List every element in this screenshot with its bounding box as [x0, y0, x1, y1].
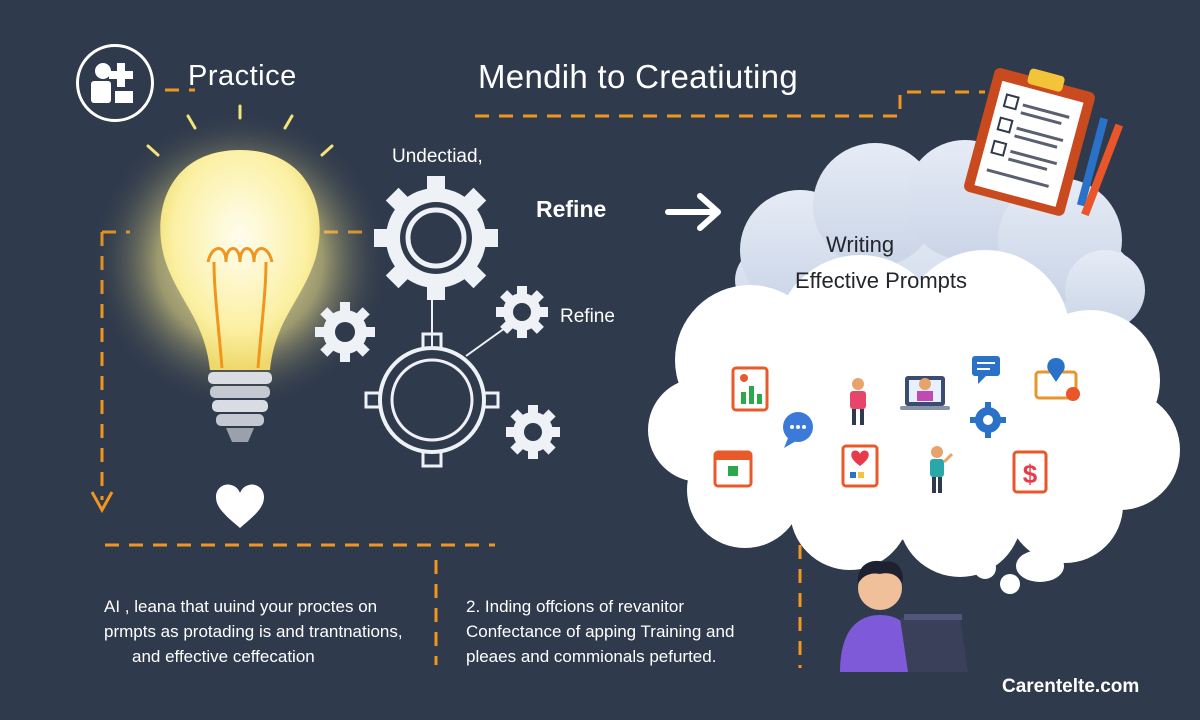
- refine-small-label: Refine: [560, 306, 615, 327]
- down-arrow-icon: [90, 491, 114, 514]
- clipboard-icon: [964, 68, 1124, 217]
- right-description-line: pleaes and commionals pefurted.: [466, 647, 717, 666]
- laptop-user-icon: [900, 376, 950, 410]
- chat-bubble-icon: [783, 412, 813, 448]
- right-arrow-icon: [665, 193, 721, 231]
- right-description: 2. Inding offcions of revanitor Confecta…: [466, 594, 796, 669]
- dollar-icon: $: [1012, 450, 1048, 494]
- chart-clipboard-icon: [731, 366, 769, 412]
- right-description-line: Confectance of apping Training and: [466, 622, 735, 641]
- outline-gear-icon: [364, 332, 500, 468]
- right-description-line: 2. Inding offcions of revanitor: [466, 597, 684, 616]
- heart-chart-icon: [841, 444, 879, 488]
- small-gear-icon: [496, 286, 548, 338]
- person-standing-icon: [850, 378, 866, 425]
- cloud-title-line2: Effective Prompts: [795, 268, 967, 293]
- gear-cluster: [315, 176, 560, 468]
- practice-label: Practice: [188, 60, 297, 92]
- small-gear-icon: [506, 405, 560, 459]
- header-badge: [76, 44, 154, 122]
- lightbulb-icon: [90, 104, 390, 442]
- person-pointing-icon: [930, 446, 954, 493]
- heart-icon: [216, 484, 264, 528]
- left-description-line: and effective ceffecation: [132, 647, 315, 666]
- gear-icon: [970, 402, 1006, 438]
- cloud-icons: $: [713, 356, 1080, 494]
- left-description: AI , leana that uuind your proctes on pr…: [104, 594, 434, 669]
- chat-message-icon: [972, 356, 1000, 384]
- map-location-icon: [1034, 358, 1080, 401]
- left-description-line: AI , leana that uuind your proctes on: [104, 597, 378, 616]
- refine-bold-label: Refine: [536, 196, 607, 222]
- svg-text:$: $: [1023, 459, 1038, 489]
- large-gear-icon: [374, 176, 498, 300]
- brand-label: Carentelte.com: [1002, 676, 1140, 697]
- page-title: Mendih to Creatiuting: [478, 58, 798, 95]
- calendar-icon: [713, 450, 753, 488]
- undected-label: Undectiad,: [392, 146, 483, 167]
- person-at-laptop-icon: [840, 560, 968, 672]
- left-description-line: prmpts as protading is and trantnations,: [104, 622, 403, 641]
- cloud-title-line1: Writing: [826, 232, 895, 257]
- small-gear-icon: [315, 302, 375, 362]
